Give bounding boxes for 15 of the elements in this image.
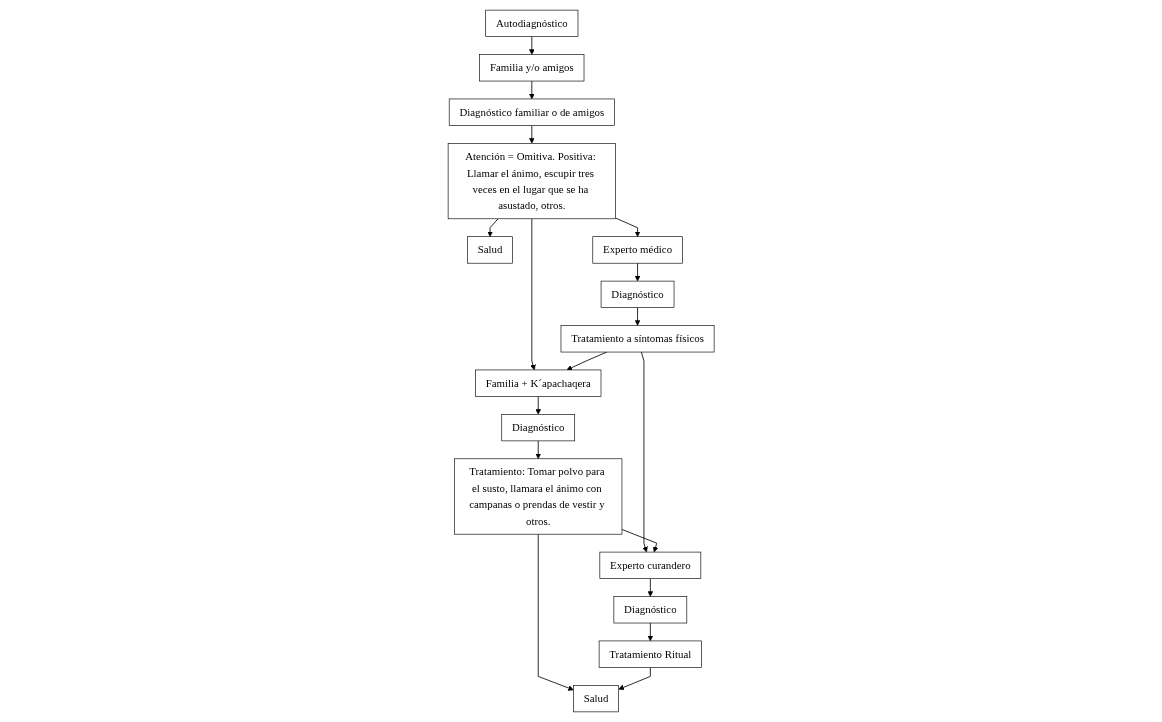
node-box: Salud [467, 236, 513, 264]
node-box: Familia y/o amigos [479, 54, 585, 82]
node-box: Diagnóstico familiar o de amigos [448, 98, 615, 126]
node-box: Tratamiento Ritual [598, 640, 702, 668]
node-box: Familia + K´apachaqera [475, 369, 602, 397]
node-box: Tratamiento: Tomar polvo para el susto, llamara el ánimo con campanas o prendas de vestir y otros. [454, 458, 623, 535]
node-box: Autodiagnóstico [485, 9, 579, 37]
node-box: Experto curandero [599, 551, 702, 579]
node-box: Diagnóstico [600, 280, 675, 308]
node-box: Diagnóstico [501, 414, 575, 442]
node-box: Tratamiento a síntomas físicos [560, 325, 715, 353]
node-box: Diagnóstico [613, 596, 687, 624]
node-box: Experto médico [592, 236, 683, 264]
node-box: Atención = Omitiva. Positiva: Llamar el ánimo, escupir tres veces en el lugar que se ha asustado, otros. [447, 143, 616, 220]
node-box: Salud [573, 685, 619, 713]
